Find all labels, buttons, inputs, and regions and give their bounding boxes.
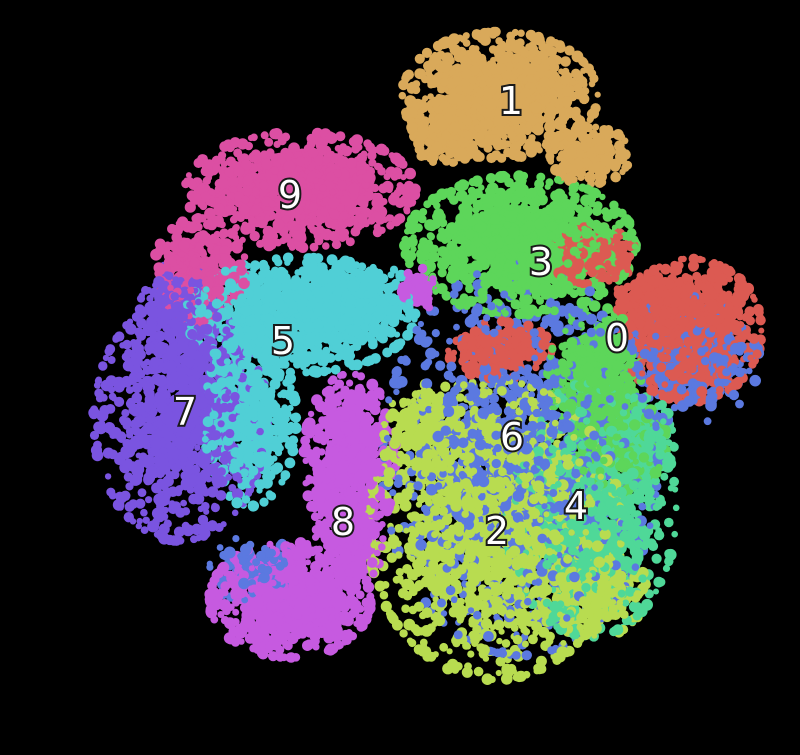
point-cluster-6 xyxy=(703,417,712,426)
point-cluster-7 xyxy=(123,512,134,523)
point-cluster-8 xyxy=(337,372,344,380)
point-cluster-2 xyxy=(496,637,503,645)
point-cluster-8 xyxy=(366,378,379,391)
point-cluster-4 xyxy=(660,472,669,481)
point-cluster-1 xyxy=(398,91,407,100)
point-cluster-9 xyxy=(233,148,243,158)
point-cluster-6 xyxy=(216,544,224,551)
point-cluster-1 xyxy=(414,68,426,80)
point-cluster-9 xyxy=(249,230,260,242)
point-cluster-6 xyxy=(232,535,240,543)
point-cluster-7 xyxy=(106,487,116,497)
point-cluster-0 xyxy=(758,327,765,334)
point-cluster-4 xyxy=(651,553,662,564)
points-layer xyxy=(88,26,766,685)
point-cluster-6 xyxy=(431,329,440,338)
point-cluster-2 xyxy=(399,629,408,638)
point-cluster-8 xyxy=(307,410,315,418)
point-cluster-6 xyxy=(446,337,453,345)
point-cluster-9 xyxy=(185,172,192,179)
point-cluster-0 xyxy=(680,255,687,263)
point-cluster-7 xyxy=(125,482,134,491)
point-cluster-7 xyxy=(142,516,150,524)
point-cluster-9 xyxy=(240,253,249,261)
point-cluster-2 xyxy=(401,604,410,613)
